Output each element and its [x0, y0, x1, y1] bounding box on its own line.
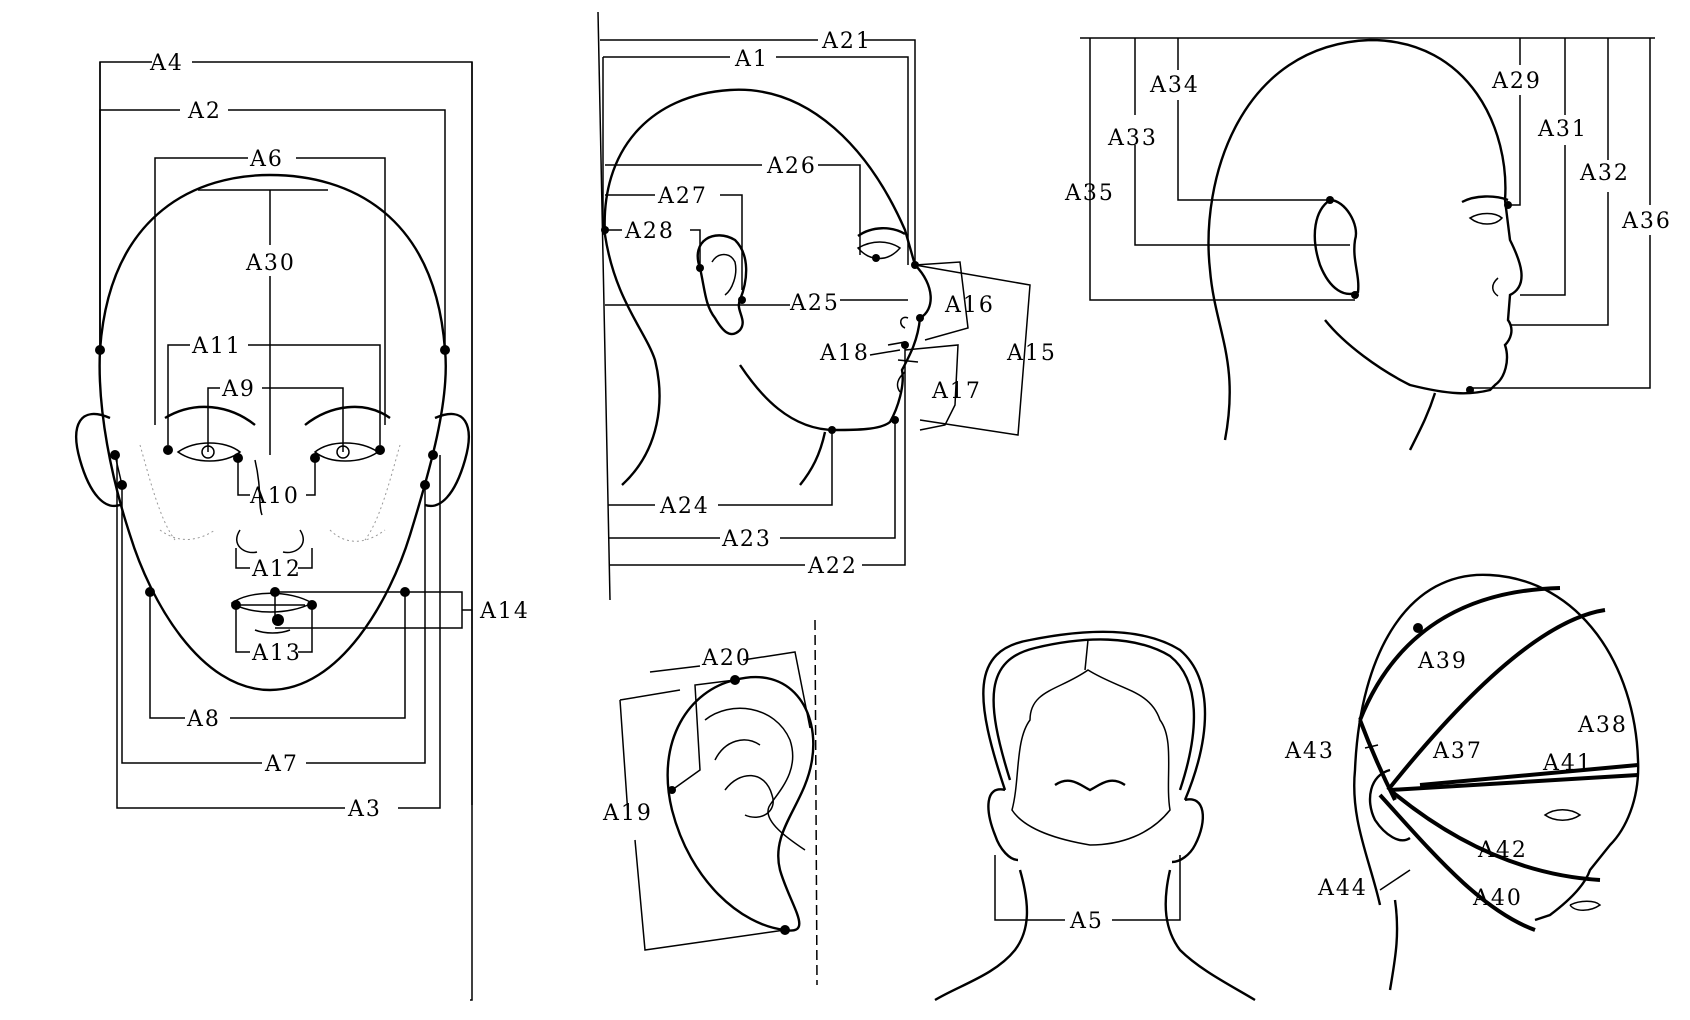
oblique-view: A39 A43 A37 A38 A41 A42 A44 A40 [1284, 573, 1640, 991]
label-a8: A8 [186, 707, 221, 732]
label-a32: A32 [1579, 161, 1630, 186]
label-a12: A12 [251, 557, 302, 582]
profile-view: A34 A33 A35 A29 A31 A32 A36 [1064, 37, 1672, 451]
side-view: A21 A1 A26 A27 A28 A25 A16 A15 A18 A17 A… [597, 11, 1057, 601]
front-nose-line [254, 459, 263, 516]
label-a9: A9 [221, 377, 256, 402]
side-neck-front [799, 431, 827, 486]
ear-view: A20 A19 [602, 619, 818, 986]
front-cheek-contours [139, 444, 401, 542]
label-a16: A16 [944, 293, 995, 318]
label-a38: A38 [1577, 713, 1628, 738]
side-vertical-reference [597, 11, 611, 601]
front-left-ear [75, 412, 121, 508]
front-mouth [230, 592, 314, 613]
oblique-ear [1368, 768, 1411, 842]
back-view: A5 [934, 630, 1256, 1002]
label-a43: A43 [1284, 739, 1335, 764]
label-a19: A19 [602, 801, 653, 826]
label-a10: A10 [249, 484, 300, 509]
label-a33: A33 [1107, 126, 1158, 151]
label-a44: A44 [1317, 876, 1368, 901]
label-a40: A40 [1472, 886, 1523, 911]
side-eye [856, 241, 902, 260]
label-a15: A15 [1006, 341, 1057, 366]
label-a39: A39 [1417, 649, 1468, 674]
front-right-eye [313, 442, 380, 462]
label-a23: A23 [721, 527, 772, 552]
front-right-brow [304, 405, 391, 426]
profile-neck [1408, 392, 1437, 451]
label-a21: A21 [821, 29, 872, 54]
back-skull-region [1011, 669, 1171, 846]
label-a20: A20 [701, 646, 752, 671]
label-a4: A4 [149, 51, 184, 76]
front-chin-crease [254, 629, 291, 634]
label-a7: A7 [264, 752, 299, 777]
label-a30: A30 [245, 251, 296, 276]
back-head-outline [982, 630, 1207, 801]
profile-head-outline [1207, 38, 1523, 441]
side-head-outline [603, 88, 932, 432]
label-a17: A17 [931, 379, 982, 404]
label-a27: A27 [657, 184, 708, 209]
ear-outline [666, 675, 815, 932]
label-a13: A13 [251, 641, 302, 666]
profile-ear [1313, 198, 1360, 296]
side-neck-back [603, 234, 661, 486]
side-ear [696, 234, 748, 336]
label-a41: A41 [1542, 751, 1593, 776]
label-a31: A31 [1537, 117, 1588, 142]
label-a29: A29 [1491, 69, 1542, 94]
label-a34: A34 [1149, 73, 1200, 98]
label-a18: A18 [819, 341, 870, 366]
label-a2: A2 [187, 99, 222, 124]
label-a22: A22 [807, 554, 858, 579]
label-a24: A24 [659, 494, 710, 519]
label-a36: A36 [1621, 209, 1672, 234]
label-a14: A14 [479, 599, 530, 624]
label-a11: A11 [191, 334, 242, 359]
label-a6: A6 [249, 147, 284, 172]
front-head-outline [98, 173, 447, 692]
label-a25: A25 [789, 291, 840, 316]
front-nose [236, 529, 304, 554]
profile-eye [1468, 212, 1504, 225]
label-a5: A5 [1069, 909, 1104, 934]
label-a28: A28 [624, 219, 675, 244]
front-left-brow [164, 405, 256, 426]
front-right-ear [424, 412, 470, 508]
front-left-eye [176, 442, 242, 462]
label-a35: A35 [1064, 181, 1115, 206]
front-view: A4 A2 A6 A30 A11 A9 A10 A12 A14 A13 A8 A… [75, 51, 530, 1001]
label-a37: A37 [1432, 739, 1483, 764]
oblique-head-outline [1353, 573, 1640, 922]
label-a1: A1 [734, 47, 769, 72]
label-a26: A26 [766, 154, 817, 179]
label-a42: A42 [1477, 838, 1528, 863]
label-a3: A3 [347, 797, 382, 822]
